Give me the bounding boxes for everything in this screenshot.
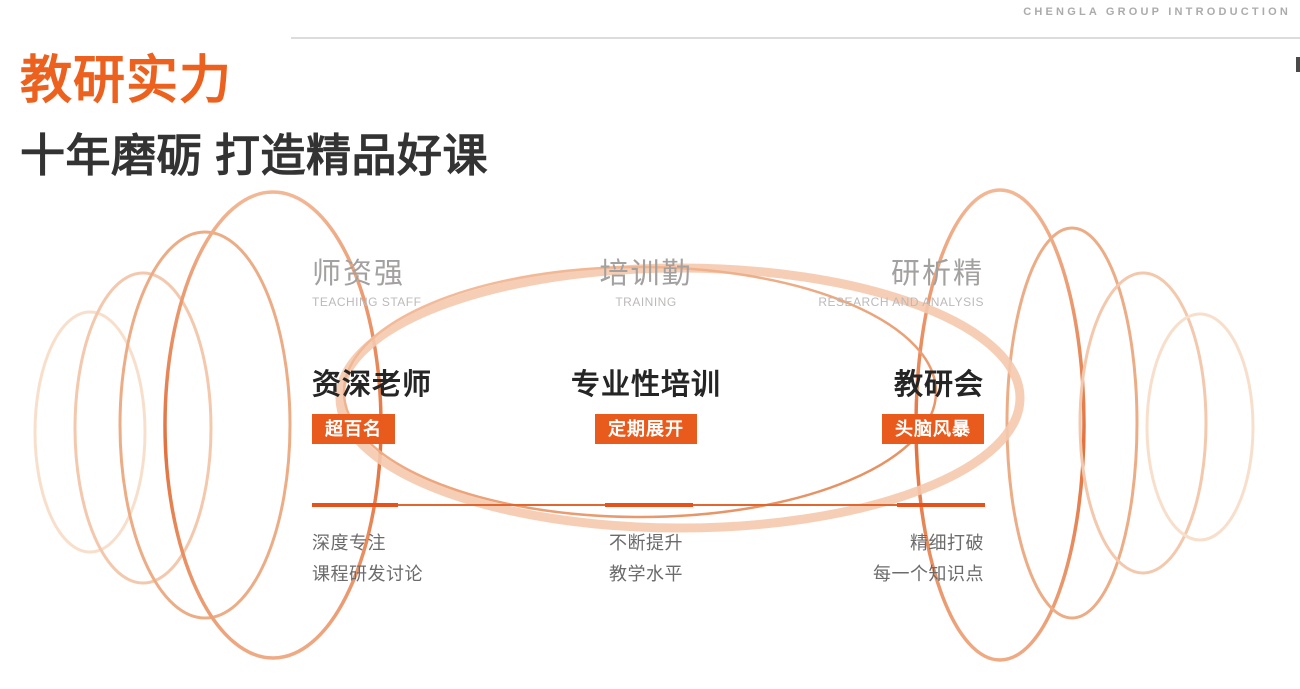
description-line: 深度专注 <box>312 533 386 553</box>
column-tagline-en: TEACHING STAFF <box>312 295 422 309</box>
page-title: 教研实力 <box>20 51 233 110</box>
column-title: 教研会 <box>893 369 984 401</box>
description-line: 每一个知识点 <box>873 564 984 584</box>
column-research-analysis: 研析精 RESEARCH AND ANALYSIS 教研会 头脑风暴 精细打破 … <box>684 256 984 590</box>
column-tagline-cn: 师资强 <box>312 258 406 290</box>
title-rule-line <box>291 37 1300 39</box>
column-teaching-staff: 师资强 TEACHING STAFF 资深老师 超百名 深度专注 课程研发讨论 <box>312 256 532 590</box>
description-line: 不断提升 <box>609 533 683 553</box>
column-tagline-cn: 研析精 <box>890 258 984 290</box>
column-tagline-cn: 培训勤 <box>599 258 693 290</box>
page-edge-mark <box>1296 57 1300 72</box>
column-tagline-en: TRAINING <box>615 295 677 309</box>
column-title: 资深老师 <box>312 369 433 401</box>
description-line: 精细打破 <box>910 533 984 553</box>
divider-accent-segment <box>897 502 985 507</box>
description-line: 教学水平 <box>609 564 683 584</box>
columns-divider-line <box>312 502 985 508</box>
column-title: 专业性培训 <box>570 369 721 401</box>
column-badge: 超百名 <box>312 414 395 444</box>
column-description: 不断提升 教学水平 <box>471 528 821 590</box>
column-badge: 定期展开 <box>595 414 697 444</box>
group-eyebrow-text: CHENGLA GROUP INTRODUCTION <box>1023 6 1291 18</box>
divider-accent-segment <box>312 502 398 507</box>
column-description: 深度专注 课程研发讨论 <box>312 528 532 590</box>
page-subtitle: 十年磨砺 打造精品好课 <box>20 130 489 182</box>
column-badge: 头脑风暴 <box>882 414 984 444</box>
column-tagline-en: RESEARCH AND ANALYSIS <box>818 295 984 309</box>
spacer <box>684 444 984 528</box>
column-training: 培训勤 TRAINING 专业性培训 定期展开 不断提升 教学水平 <box>471 256 821 590</box>
description-line: 课程研发讨论 <box>312 564 423 584</box>
divider-accent-segment <box>605 502 693 507</box>
column-description: 精细打破 每一个知识点 <box>684 528 984 590</box>
